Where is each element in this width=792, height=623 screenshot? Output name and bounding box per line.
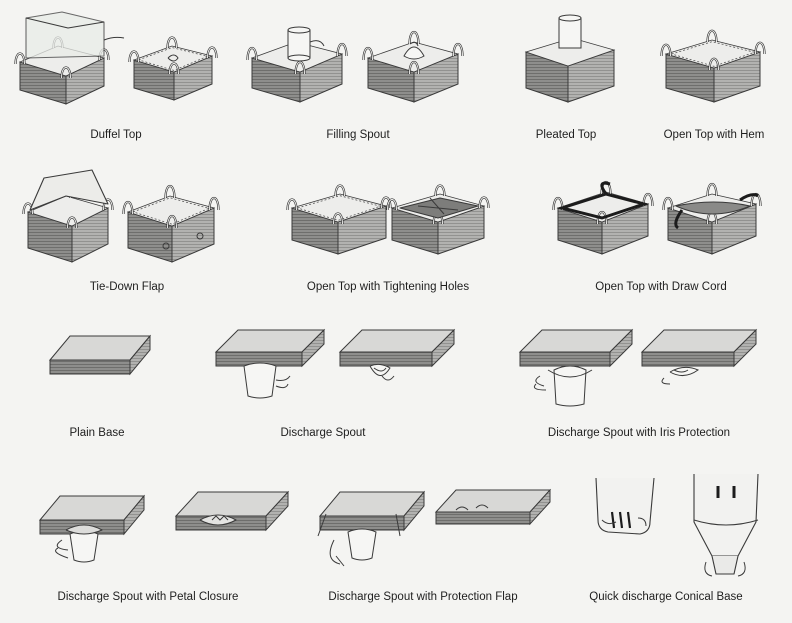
label-duffel-top: Duffel Top <box>90 129 142 141</box>
open-top-draw-cord-closed-bag <box>662 182 762 255</box>
open-top-draw-cord-bag <box>552 180 654 255</box>
label-discharge-spout-petal: Discharge Spout with Petal Closure <box>57 591 239 603</box>
conical-base-rear-bag <box>595 477 655 535</box>
discharge-spout-iris-closed-bag <box>640 328 758 385</box>
tie-down-flap-bag <box>22 169 114 263</box>
conical-base-front-bag <box>693 473 759 577</box>
tie-down-flap-closed-bag <box>122 184 220 263</box>
label-pleated-top: Pleated Top <box>535 129 597 141</box>
plain-base-bag <box>48 334 152 376</box>
label-discharge-spout-iris: Discharge Spout with Iris Protection <box>547 427 731 439</box>
label-quick-discharge-conical-base: Quick discharge Conical Base <box>589 591 743 603</box>
filling-spout-bag <box>246 26 348 103</box>
label-discharge-spout-flap: Discharge Spout with Protection Flap <box>328 591 518 603</box>
discharge-spout-flap-closed-bag <box>434 488 552 526</box>
label-open-top-with-hem: Open Top with Hem <box>663 129 765 141</box>
label-plain-base: Plain Base <box>69 427 125 439</box>
label-open-top-tightening-holes: Open Top with Tightening Holes <box>306 281 470 293</box>
discharge-spout-iris-bag <box>518 328 634 407</box>
open-top-tightened-bag <box>386 184 490 255</box>
discharge-spout-petal-bag <box>38 494 146 563</box>
label-discharge-spout: Discharge Spout <box>280 427 366 439</box>
filling-spout-tied-bag <box>362 30 464 103</box>
discharge-spout-petal-closed-bag <box>174 490 290 532</box>
label-open-top-draw-cord: Open Top with Draw Cord <box>595 281 727 293</box>
open-top-hem-bag <box>660 29 766 103</box>
discharge-spout-flap-bag <box>317 490 426 567</box>
open-top-tightening-holes-bag <box>286 184 392 255</box>
label-filling-spout: Filling Spout <box>326 129 390 141</box>
pleated-top-bag <box>524 14 616 103</box>
discharge-spout-bag <box>214 328 326 399</box>
discharge-spout-tied-bag <box>338 328 456 381</box>
label-tie-down-flap: Tie-Down Flap <box>89 281 165 293</box>
duffel-top-bag <box>14 11 125 105</box>
duffel-top-closed-bag <box>128 36 218 101</box>
